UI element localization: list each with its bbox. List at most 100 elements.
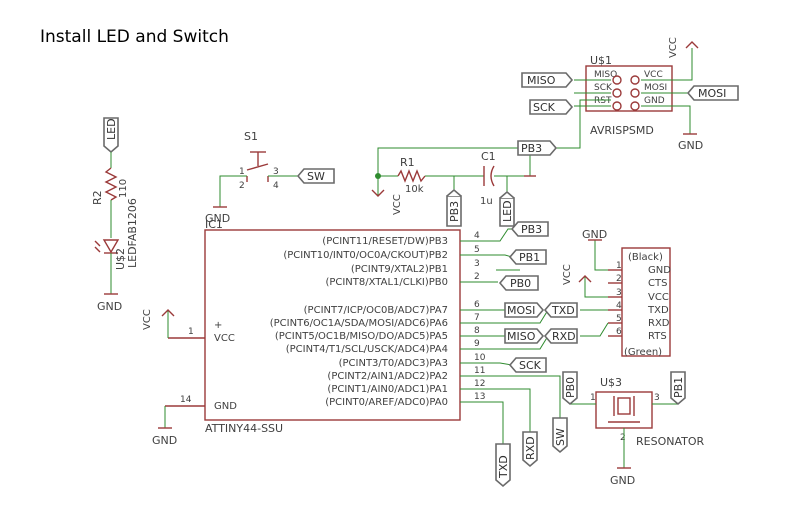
ic1-gnd-text: GND bbox=[152, 434, 177, 447]
u3-pin-3: 3 bbox=[654, 393, 660, 403]
u2-led: U$2 LEDFAB1206 GND bbox=[94, 198, 139, 313]
ic1-pin-label: (PCINT3/T0/ADC3)PA3 bbox=[339, 358, 448, 369]
ftdi-pin-number: 6 bbox=[616, 327, 622, 337]
flag-led-left-text: LED bbox=[105, 118, 118, 140]
flag-pb0-res[interactable]: PB0 bbox=[562, 371, 578, 406]
s1-pin-4: 4 bbox=[273, 181, 279, 191]
ftdi-bottom-label: (Green) bbox=[624, 347, 662, 358]
r2-resistor: R2 110 bbox=[91, 152, 129, 238]
ic1-pin-number: 5 bbox=[474, 245, 480, 255]
flag-sw-switch-text: SW bbox=[307, 170, 325, 183]
u3-pin-2: 2 bbox=[620, 433, 626, 443]
ftdi-top-label: (Black) bbox=[628, 252, 663, 263]
r1-value: 10k bbox=[405, 184, 424, 195]
u1-gnd-text: GND bbox=[678, 139, 703, 152]
ic1-pin-label: (PCINT5/OC1B/MISO/DO/ADC5)PA5 bbox=[275, 331, 448, 342]
ic1-pin-number: 6 bbox=[474, 300, 480, 310]
flag-pb0-right-text: PB0 bbox=[510, 277, 531, 290]
s1-gnd-text: GND bbox=[205, 212, 230, 225]
ftdi-pin-number: 3 bbox=[616, 288, 622, 298]
ftdi-pin-label: RTS bbox=[648, 331, 667, 342]
u1-left-pin-2: SCK bbox=[594, 83, 613, 93]
ic1-pin-number: 4 bbox=[474, 231, 480, 241]
flag-miso-ic-text: MISO bbox=[507, 330, 536, 343]
u1-right-pin-1: VCC bbox=[644, 70, 663, 80]
flag-mosi-ic[interactable]: MOSI bbox=[504, 302, 545, 318]
flag-miso-u1-text: MISO bbox=[527, 74, 556, 87]
flag-led-top[interactable]: LED bbox=[499, 190, 515, 227]
flag-pb3-top-text: PB3 bbox=[448, 201, 461, 222]
s1-pin-3: 3 bbox=[273, 167, 279, 177]
u1-avrispsmd: U$1 AVRISPSMD MISO SCK RST VCC MOSI GND bbox=[556, 48, 693, 149]
ftdi-pin-label: RXD bbox=[648, 318, 670, 329]
flag-mosi-u1[interactable]: MOSI bbox=[686, 85, 739, 101]
flag-sck-u1[interactable]: SCK bbox=[529, 99, 574, 115]
flag-rxd-bottom-text: RXD bbox=[524, 436, 537, 460]
u2-value: LEDFAB1206 bbox=[126, 198, 139, 268]
u3-pin-1: 1 bbox=[590, 393, 596, 403]
c1-value: 1u bbox=[480, 196, 493, 207]
flag-miso-u1[interactable]: MISO bbox=[521, 72, 574, 88]
u1-left-pin-1: MISO bbox=[594, 70, 617, 80]
flag-pb3-u1[interactable]: PB3 bbox=[517, 140, 558, 156]
flag-led-left[interactable]: LED bbox=[103, 117, 119, 154]
ic1-pin-number: 7 bbox=[474, 313, 480, 323]
ic1-pin-number: 10 bbox=[474, 353, 486, 363]
ftdi-pin-label: CTS bbox=[648, 278, 667, 289]
flag-txd-ic[interactable]: TXD bbox=[543, 302, 578, 318]
flag-pb3-u1-text: PB3 bbox=[521, 142, 542, 155]
u1-left-pin-3: RST bbox=[594, 96, 612, 106]
flag-sw-switch[interactable]: SW bbox=[296, 168, 335, 184]
flag-txd-ic-text: TXD bbox=[551, 304, 575, 317]
flag-sck-ic[interactable]: SCK bbox=[508, 357, 547, 373]
flag-sck-ic-text: SCK bbox=[519, 359, 542, 372]
ic1-pin-label: (PCINT7/ICP/OC0B/ADC7)PA7 bbox=[304, 305, 448, 316]
ic1-gnd-supply: GND bbox=[152, 406, 177, 447]
flag-pb0-right[interactable]: PB0 bbox=[498, 275, 539, 291]
ic1-gnd-pin-label: GND bbox=[214, 401, 237, 412]
u3-value: RESONATOR bbox=[636, 435, 705, 448]
u3-gnd-text: GND bbox=[610, 474, 635, 487]
flag-mosi-ic-text: MOSI bbox=[507, 304, 535, 317]
flag-pb3-top[interactable]: PB3 bbox=[446, 188, 462, 227]
ic1-pin-number: 12 bbox=[474, 379, 485, 389]
flag-led-top-text: LED bbox=[501, 200, 514, 222]
ic1-pin-number: 2 bbox=[474, 272, 480, 282]
ftdi-pin-label: VCC bbox=[648, 292, 669, 303]
flag-rxd-bottom[interactable]: RXD bbox=[522, 431, 538, 468]
u1-right-pin-2: MOSI bbox=[644, 83, 667, 93]
flag-pb3-right[interactable]: PB3 bbox=[510, 221, 549, 237]
flag-pb1-right[interactable]: PB1 bbox=[508, 249, 547, 265]
ic1-vcc-supply: VCC bbox=[142, 309, 175, 338]
s1-name: S1 bbox=[244, 130, 258, 143]
flag-pb1-res[interactable]: PB1 bbox=[670, 371, 686, 406]
r1-c1-network: R1 10k C1 1u VCC bbox=[371, 147, 536, 215]
flag-rxd-ic[interactable]: RXD bbox=[543, 328, 578, 344]
ic1-value: ATTINY44-SSU bbox=[205, 422, 283, 435]
u3-resonator: U$3 1 2 3 RESONATOR GND bbox=[570, 376, 705, 487]
ic1-pin-number: 11 bbox=[474, 366, 485, 376]
u1-value: AVRISPSMD bbox=[590, 124, 654, 137]
flag-txd-bottom[interactable]: TXD bbox=[495, 443, 511, 488]
c1-name: C1 bbox=[481, 150, 496, 163]
flag-pb0-res-text: PB0 bbox=[564, 377, 577, 398]
flag-sw-bottom[interactable]: SW bbox=[552, 417, 568, 454]
ic1-pin-label: (PCINT9/XTAL2)PB1 bbox=[351, 264, 448, 275]
ic1-pin-label: (PCINT8/XTAL1/CLKI)PB0 bbox=[325, 277, 448, 288]
flag-miso-ic[interactable]: MISO bbox=[504, 328, 545, 344]
r2-value: 110 bbox=[118, 179, 129, 198]
r2-name: R2 bbox=[91, 190, 104, 205]
ic1-pin-label: (PCINT1/AIN0/ADC1)PA1 bbox=[327, 384, 448, 395]
ic1-pin-label: (PCINT0/AREF/ADC0)PA0 bbox=[325, 397, 448, 408]
ic1-pin-label: (PCINT2/AIN1/ADC2)PA2 bbox=[327, 371, 448, 382]
ic1-gnd-pin-number: 14 bbox=[180, 395, 192, 405]
ic1-pin-label: (PCINT6/OC1A/SDA/MOSI/ADC6)PA6 bbox=[270, 318, 448, 329]
ftdi-pin-label: GND bbox=[648, 265, 671, 276]
ftdi-pin-number: 1 bbox=[616, 261, 622, 271]
ic1-net-wires bbox=[460, 228, 561, 444]
